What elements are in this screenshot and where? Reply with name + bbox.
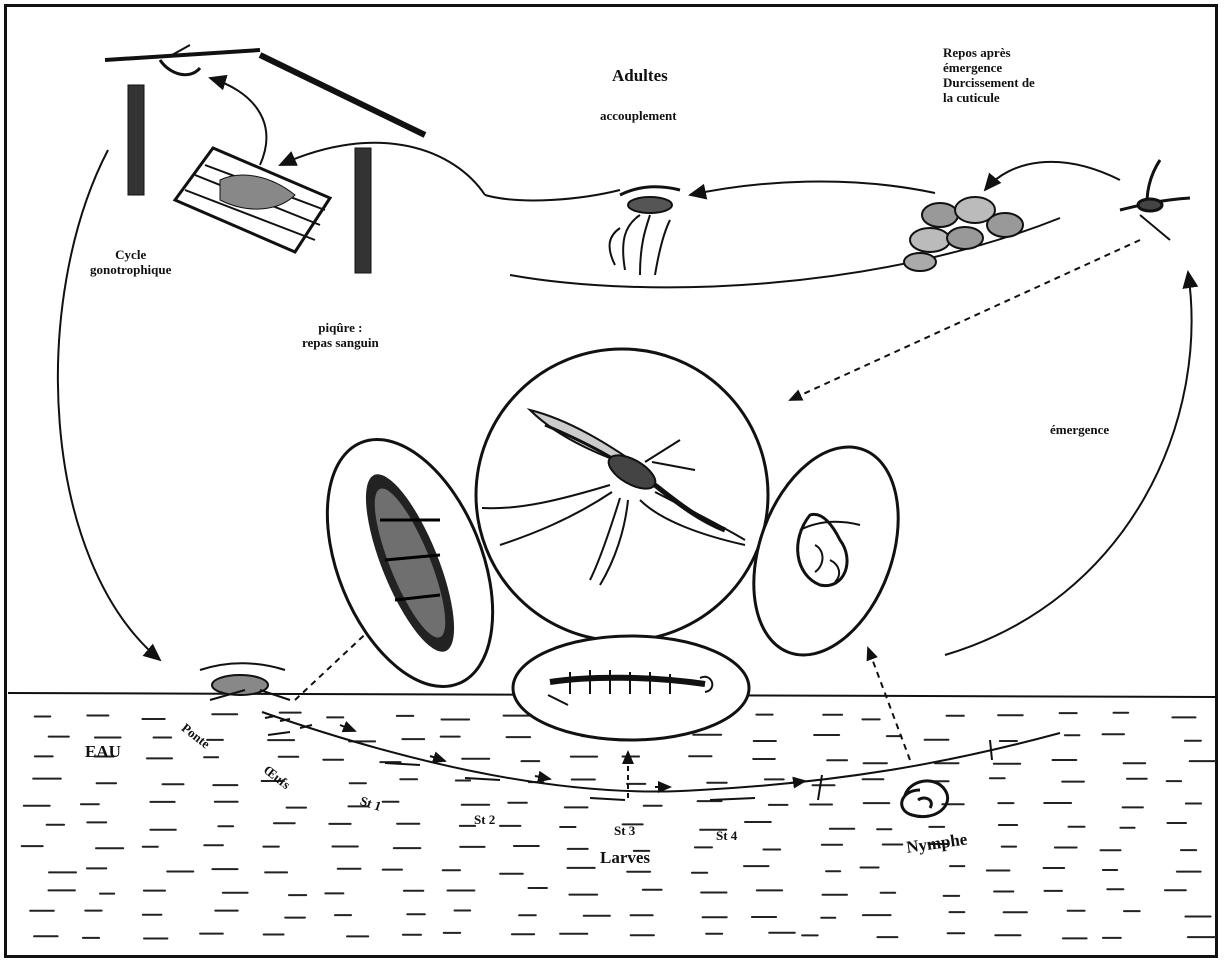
label-emergence: émergence xyxy=(1050,422,1109,437)
blood-meal-arrow xyxy=(280,143,485,195)
label-cycle-gonotrophique: Cycle gonotrophique xyxy=(90,247,171,277)
tick-st4 xyxy=(818,775,822,800)
larva-stage-icons xyxy=(385,763,755,800)
mating-arrow xyxy=(690,181,935,195)
label-st2: St 2 xyxy=(474,812,495,827)
adult-circle xyxy=(476,349,768,641)
emerging-mosquito-icon xyxy=(1120,160,1190,240)
cycle-arrow-left xyxy=(58,150,160,660)
mating-mosquitoes-icon xyxy=(610,187,680,275)
dashed-emergence-link xyxy=(790,240,1140,400)
emergence-arrow xyxy=(985,162,1120,190)
label-accouplement: accouplement xyxy=(600,108,677,123)
tick-nymph xyxy=(990,740,992,760)
label-eau: EAU xyxy=(85,742,121,761)
host-animal-icon xyxy=(175,148,330,252)
cycle-arrow-right xyxy=(945,272,1192,655)
label-st4: St 4 xyxy=(716,828,737,843)
dashed-pupa-link xyxy=(868,648,910,760)
label-st3: St 3 xyxy=(614,823,635,838)
nymph-icon xyxy=(902,781,948,817)
label-adultes: Adultes xyxy=(612,66,668,85)
resting-mosquito-icon xyxy=(904,197,1023,271)
label-repos: Repos après émergence Durcissement de la… xyxy=(943,45,1035,105)
label-larves: Larves xyxy=(600,848,650,867)
dashed-egg-link xyxy=(295,625,375,700)
label-piqure: piqûre : repas sanguin xyxy=(302,320,379,350)
